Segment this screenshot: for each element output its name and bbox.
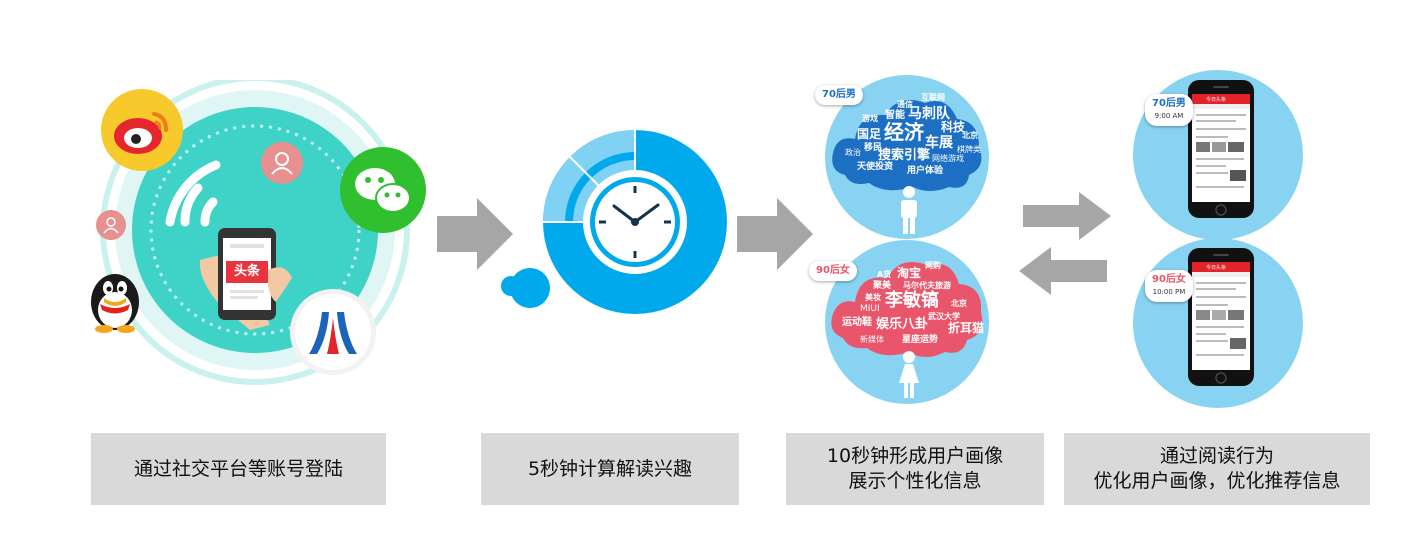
qq-icon (80, 262, 150, 334)
word: MIUI (860, 304, 880, 314)
word: A货 (877, 270, 892, 279)
word: 天使投资 (857, 162, 894, 172)
caption-step-3: 10秒钟形成用户画像 展示个性化信息 (786, 433, 1044, 505)
person-female-icon (899, 351, 919, 398)
word: 通信 (897, 100, 913, 109)
word: 星座运势 (902, 335, 939, 345)
feed-tag-label: 90后女 (1152, 274, 1186, 285)
word: 美妆 (865, 293, 881, 302)
word: 智能 (885, 110, 905, 121)
weibo-icon (100, 88, 184, 172)
renren-icon (289, 288, 377, 376)
word: 马刺队 (908, 106, 950, 122)
word: 网购 (925, 261, 941, 270)
word: 科技 (941, 120, 966, 134)
word: 武汉大学 (928, 312, 960, 321)
profile-tag-male: 70后男 (815, 85, 863, 105)
app-logo-label: 头条 (226, 261, 268, 283)
feedback-arrow-left (1019, 247, 1107, 295)
word: 车展 (925, 135, 953, 151)
phone-app-title: 今日头条 (1206, 97, 1227, 103)
word: 互联网 (921, 93, 945, 102)
profile-tag-female: 90后女 (809, 261, 857, 281)
feed-tag-2: 90后女 10:00 PM (1145, 270, 1193, 302)
caption-line: 10秒钟形成用户画像 (826, 445, 1004, 467)
word: 折耳猫 (948, 321, 985, 335)
word: 国足 (857, 127, 882, 141)
word: 马尔代夫旅游 (903, 281, 951, 290)
word: 淘宝 (897, 266, 922, 280)
caption-step-4: 通过阅读行为 优化用户画像，优化推荐信息 (1064, 433, 1370, 505)
feed-tag-time: 10:00 PM (1152, 288, 1186, 296)
word: 棋牌类 (957, 145, 981, 154)
caption-step-2: 5秒钟计算解读兴趣 (481, 433, 739, 505)
avatar-icon (96, 210, 126, 240)
person-male-icon (901, 186, 917, 234)
wechat-icon (339, 146, 427, 234)
word: 聚美 (873, 281, 892, 291)
clock-illustration (495, 130, 735, 320)
caption-line: 通过社交平台等账号登陆 (133, 457, 343, 480)
feedback-arrow-right (1023, 192, 1111, 240)
feed-tag-time: 9:00 AM (1154, 112, 1184, 120)
clock-icon (583, 170, 687, 274)
word: 经济 (884, 120, 924, 144)
caption-line: 展示个性化信息 (848, 470, 982, 492)
avatar-icon (261, 142, 303, 184)
word: 用户体验 (907, 166, 944, 176)
caption-step-1: 通过社交平台等账号登陆 (91, 433, 386, 505)
word: 搜索引擎 (878, 148, 931, 163)
caption-line: 5秒钟计算解读兴趣 (527, 457, 693, 480)
word: 李敏镐 (885, 290, 939, 311)
word: 游戏 (862, 114, 878, 123)
phone-app-title: 今日头条 (1206, 265, 1227, 271)
feed-tag-label: 70后男 (1152, 98, 1186, 109)
word: 北京 (962, 131, 978, 140)
word: 移民 (864, 143, 883, 153)
flow-arrow (737, 198, 813, 270)
feed-tag-1: 70后男 9:00 AM (1145, 94, 1193, 126)
word: 运动鞋 (842, 317, 872, 328)
flow-arrow (437, 198, 513, 270)
word: 北京 (951, 299, 967, 308)
wifi-icon (165, 160, 221, 227)
word: 娱乐八卦 (876, 317, 929, 332)
profile-male (825, 75, 990, 240)
caption-line: 通过阅读行为 (1159, 445, 1274, 467)
caption-line: 优化用户画像，优化推荐信息 (1093, 470, 1341, 492)
word: 网络游戏 (932, 154, 964, 163)
profile-female (825, 240, 990, 405)
word: 新媒体 (860, 335, 884, 344)
word: 政治 (845, 148, 861, 157)
